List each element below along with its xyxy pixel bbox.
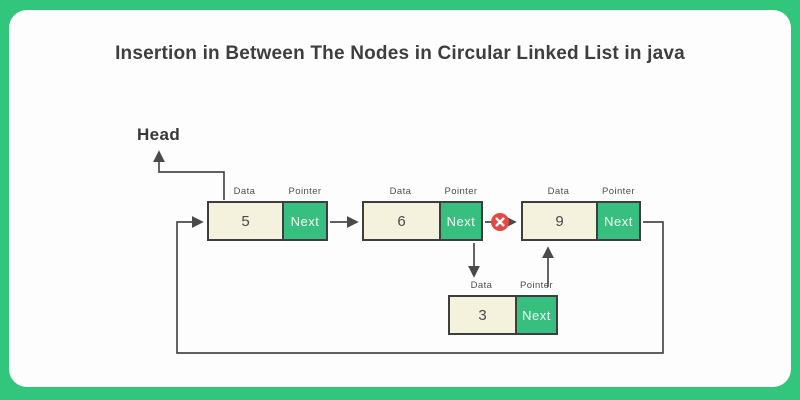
pointer-label: Pointer: [520, 280, 553, 291]
data-label: Data: [470, 280, 493, 291]
head-label: Head: [137, 125, 181, 144]
node-3-labels: Data Pointer: [448, 280, 558, 291]
node-9-data-cell: 9: [523, 203, 596, 239]
node-5-data-cell: 5: [209, 203, 282, 239]
node-3-pointer-cell: Next: [515, 297, 556, 333]
node-9: Data Pointer 9 Next: [521, 186, 641, 241]
node-5-pointer-cell: Next: [282, 203, 326, 239]
circular-loop-arrow: [176, 216, 664, 354]
node-5-box: 5 Next: [207, 201, 328, 241]
node-3-inserted: Data Pointer 3 Next: [448, 280, 558, 335]
node-6-pointer-cell: Next: [439, 203, 481, 239]
node-3-data-cell: 3: [450, 297, 515, 333]
pointer-label: Pointer: [602, 186, 635, 197]
data-label: Data: [547, 186, 570, 197]
page-title: Insertion in Between The Nodes in Circul…: [115, 43, 685, 64]
node-5: Data Pointer 5 Next: [207, 186, 328, 241]
head-arrow: [153, 150, 225, 200]
node-9-pointer-cell: Next: [596, 203, 639, 239]
node-5-labels: Data Pointer: [207, 186, 328, 197]
node-6-data-cell: 6: [364, 203, 439, 239]
node-6: Data Pointer 6 Next: [362, 186, 483, 241]
node-6-labels: Data Pointer: [362, 186, 483, 197]
broken-link-x-icon: [491, 213, 509, 231]
data-label: Data: [389, 186, 412, 197]
pointer-label: Pointer: [288, 186, 322, 197]
data-label: Data: [233, 186, 256, 197]
node-9-labels: Data Pointer: [521, 186, 641, 197]
diagram-card: Insertion in Between The Nodes in Circul…: [9, 10, 791, 387]
node-9-box: 9 Next: [521, 201, 641, 241]
node-3-box: 3 Next: [448, 295, 558, 335]
pointer-label: Pointer: [444, 186, 478, 197]
node-6-box: 6 Next: [362, 201, 483, 241]
